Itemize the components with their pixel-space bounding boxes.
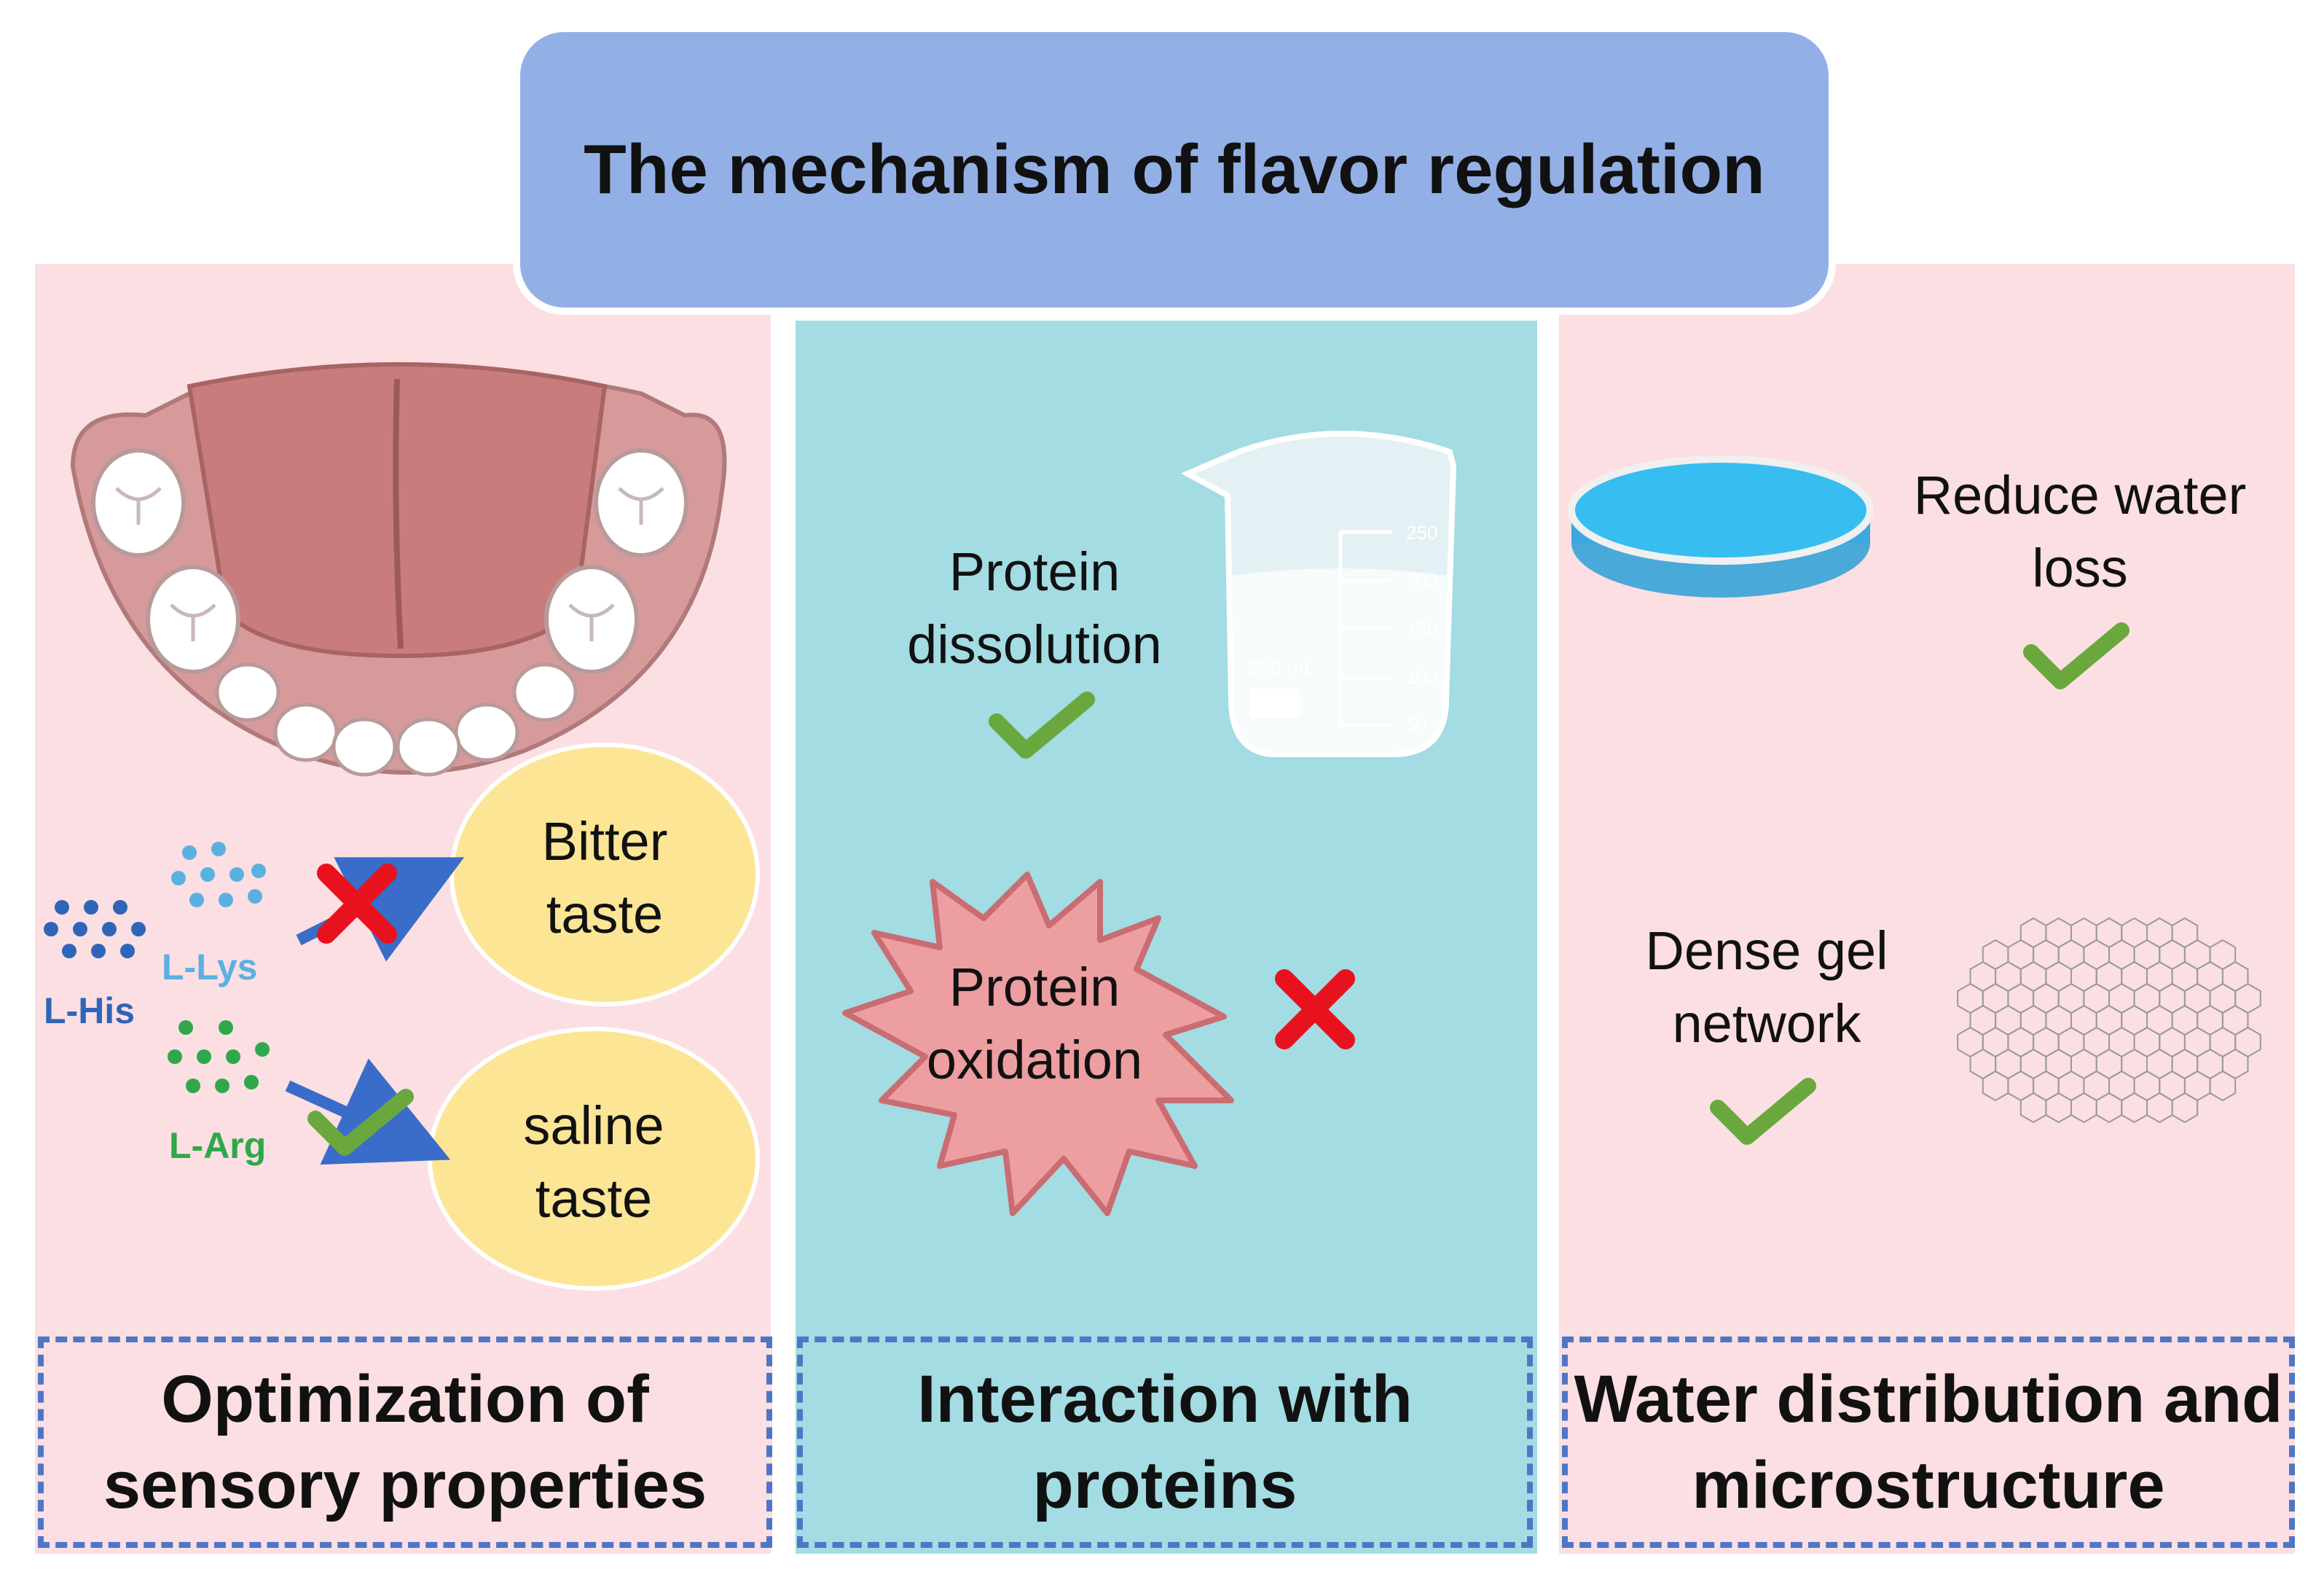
- beaker-tick-label: 50: [1406, 714, 1427, 736]
- hex-cell: [2121, 1092, 2148, 1124]
- arrow-to-saline: [285, 1058, 451, 1165]
- check-gel-network-icon: [1718, 1086, 1808, 1137]
- oxidation-burst: [842, 872, 1234, 1216]
- check-dissolution-icon: [997, 700, 1087, 751]
- check-water-loss-icon: [2031, 630, 2121, 681]
- beaker-tick-label: 100: [1406, 666, 1437, 688]
- heading-sensory-properties: Optimization of sensory properties: [38, 1337, 772, 1548]
- reduce-water-loss-label: Reduce water loss: [1913, 465, 2247, 598]
- saline-taste-label: saline taste: [523, 1095, 664, 1229]
- heading-water-microstructure: Water distribution and microstructure: [1562, 1337, 2295, 1548]
- l-his-dots: [44, 900, 146, 958]
- diagram-title: The mechanism of flavor regulation: [513, 25, 1836, 315]
- protein-dissolution-label: Protein dissolution: [907, 541, 1162, 675]
- hex-cell: [1982, 1070, 2009, 1102]
- hex-cell: [2209, 1070, 2237, 1102]
- beaker-tick-label: 250: [1406, 522, 1437, 544]
- beaker-volume-label: 250 mL: [1247, 656, 1315, 678]
- mouth-illustration: [70, 362, 727, 775]
- beaker-tick-label: 150: [1406, 618, 1437, 640]
- hex-cell: [2070, 1092, 2097, 1124]
- l-arg-label: L-Arg: [169, 1125, 267, 1166]
- l-arg-dots: [168, 1020, 270, 1093]
- l-his-label: L-His: [44, 990, 135, 1031]
- hex-cell: [2146, 1092, 2173, 1124]
- beaker-tick-label: 200: [1406, 570, 1437, 592]
- heading-protein-interaction: Interaction with proteins: [797, 1337, 1533, 1548]
- petri-dish-illustration: [1568, 455, 1874, 598]
- l-lys-label: L-Lys: [162, 947, 258, 987]
- bitter-taste-label: Bitter taste: [541, 811, 668, 944]
- dense-gel-network-label: Dense gel network: [1645, 920, 1888, 1054]
- l-lys-dots: [171, 842, 266, 907]
- hex-cell: [2045, 1092, 2072, 1124]
- protein-oxidation-label: Protein oxidation: [926, 957, 1143, 1090]
- hex-cell: [2171, 1092, 2199, 1124]
- gel-network-illustration: [1957, 917, 2261, 1124]
- hex-cell: [2019, 1092, 2047, 1124]
- cross-oxidation-icon: [1284, 979, 1346, 1040]
- beaker-illustration: [1180, 431, 1457, 757]
- hex-cell: [2095, 1092, 2123, 1124]
